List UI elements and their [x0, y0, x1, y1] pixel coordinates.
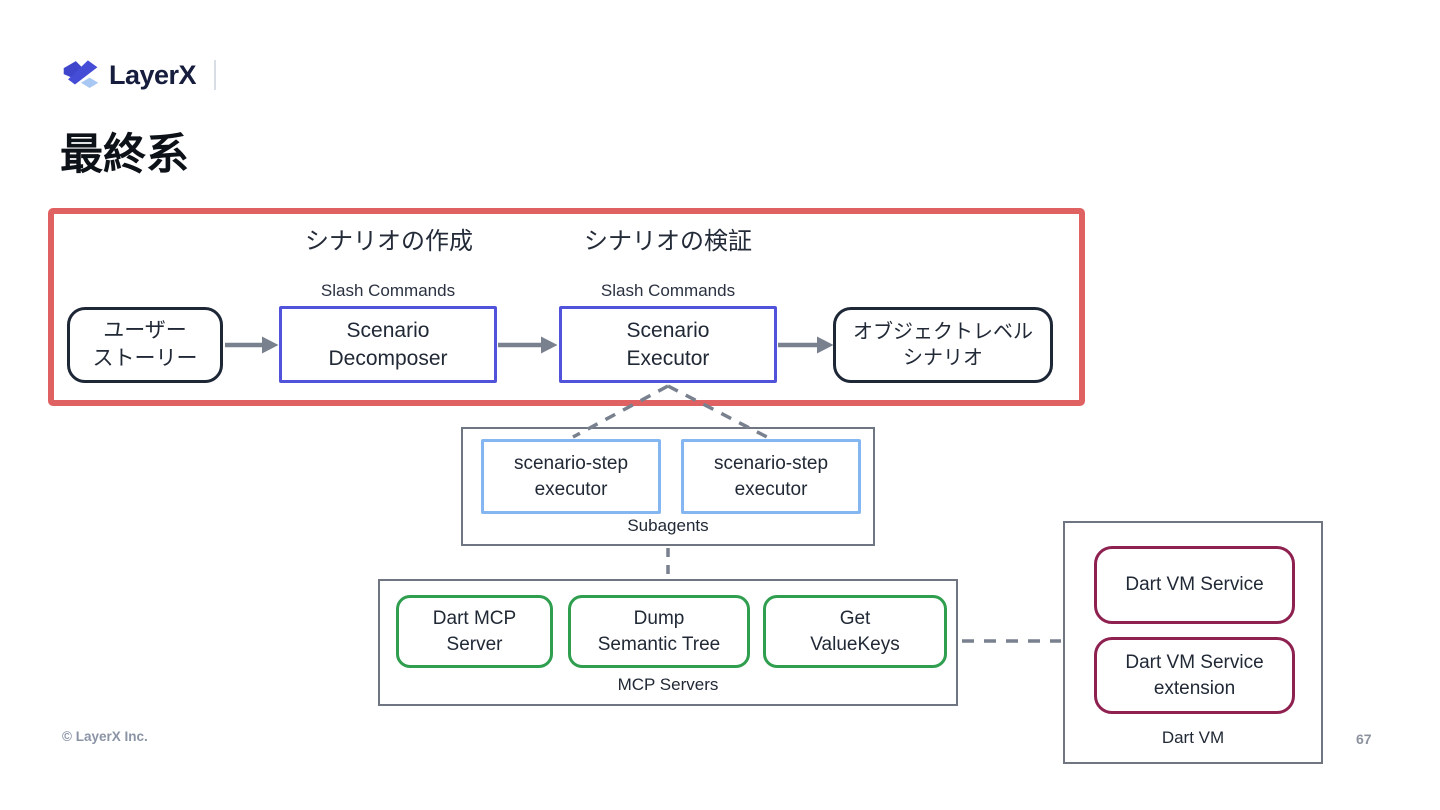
node-scenario-decomposer-label: Scenario Decomposer — [328, 318, 448, 370]
caption-slash-commands-executor: Slash Commands — [600, 281, 736, 300]
node-scenario-executor-label: Scenario Executor — [626, 318, 710, 370]
group-subagents: scenario-step executor scenario-step exe… — [461, 427, 875, 546]
node-get-valuekeys: Get ValueKeys — [763, 595, 947, 668]
group-mcp-servers: Dart MCP Server Dump Semantic Tree Get V… — [378, 579, 958, 706]
group-dart-vm: Dart VM Service Dart VM Service extensio… — [1063, 521, 1323, 764]
node-user-story-label: ユーザー ストーリー — [92, 319, 198, 370]
layerx-logo-icon — [63, 60, 99, 88]
node-scenario-step-executor-1-label: scenario-step executor — [513, 453, 629, 500]
highlight-frame — [48, 208, 1085, 406]
node-user-story: ユーザー ストーリー — [67, 307, 223, 383]
node-scenario-step-executor-2: scenario-step executor — [681, 439, 861, 514]
brand-name: LayerX — [109, 59, 197, 90]
node-dump-semantic-tree-label: Dump Semantic Tree — [597, 608, 721, 655]
node-dart-vm-service: Dart VM Service — [1094, 546, 1295, 624]
node-scenario-step-executor-1: scenario-step executor — [481, 439, 661, 514]
node-scenario-executor: Scenario Executor — [559, 306, 777, 383]
node-get-valuekeys-label: Get ValueKeys — [810, 608, 900, 655]
group-dart-vm-label: Dart VM — [1161, 728, 1225, 747]
page-number: 67 — [1356, 731, 1372, 747]
node-scenario-step-executor-2-label: scenario-step executor — [713, 453, 829, 500]
footer-copyright: © LayerX Inc. — [62, 729, 148, 744]
node-object-level-scenario-label: オブジェクトレベル シナリオ — [853, 320, 1033, 369]
node-scenario-decomposer: Scenario Decomposer — [279, 306, 497, 383]
node-dart-vm-service-label: Dart VM Service — [1125, 574, 1264, 596]
node-dart-vm-service-extension-label: Dart VM Service extension — [1125, 652, 1264, 699]
brand-logo: LayerX — [62, 56, 217, 94]
brand-divider — [214, 60, 217, 90]
phase-label-scenario-creation: シナリオの作成 — [305, 228, 473, 255]
page-title: 最終系 — [60, 131, 189, 179]
node-object-level-scenario: オブジェクトレベル シナリオ — [833, 307, 1053, 383]
phase-label-scenario-verification: シナリオの検証 — [584, 228, 752, 255]
node-dart-mcp-server-label: Dart MCP Server — [432, 608, 517, 655]
node-dart-mcp-server: Dart MCP Server — [396, 595, 553, 668]
node-dart-vm-service-extension: Dart VM Service extension — [1094, 637, 1295, 714]
group-subagents-label: Subagents — [627, 516, 709, 535]
node-dump-semantic-tree: Dump Semantic Tree — [568, 595, 750, 668]
caption-slash-commands-decomposer: Slash Commands — [320, 281, 456, 300]
group-mcp-servers-label: MCP Servers — [617, 675, 719, 694]
